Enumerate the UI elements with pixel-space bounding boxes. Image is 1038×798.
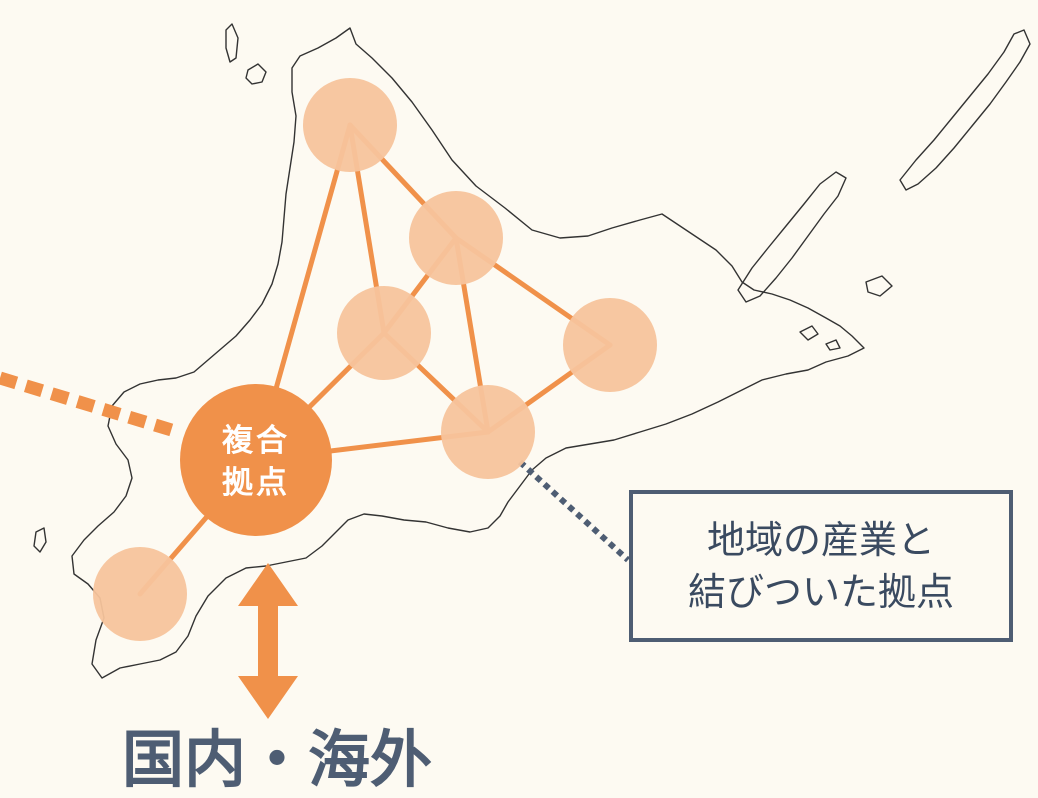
okushiri-island-coastline — [33, 527, 47, 553]
node-north — [303, 78, 397, 172]
external-link-dotted-line — [0, 371, 180, 439]
network-nodes — [93, 78, 657, 641]
node-east — [563, 298, 657, 392]
habomai-islands — [799, 325, 841, 351]
rishiri-island-coastline — [245, 63, 267, 85]
callout-line1: 地域の産業と — [706, 518, 935, 562]
hub-label-line2: 拠点 — [222, 465, 290, 501]
hub-node — [180, 384, 332, 536]
etorofu-coastline — [899, 29, 1031, 191]
node-central — [337, 286, 431, 380]
rebun-island-coastline — [225, 23, 239, 63]
kunashiri-coastline — [737, 171, 847, 303]
map-outline — [33, 23, 1031, 679]
node-southwest — [93, 547, 187, 641]
hub-label-line1: 複合 — [222, 423, 290, 459]
shikotan-coastline — [865, 275, 893, 297]
callout-box: 地域の産業と 結びついた拠点 — [629, 490, 1013, 642]
node-north-central — [409, 191, 503, 285]
hub-label: 複合 拠点 — [181, 420, 331, 504]
hokkaido-coastline — [71, 27, 865, 679]
callout-line2: 結びついた拠点 — [687, 570, 954, 614]
double-arrow-icon — [238, 563, 298, 719]
callout-dotted-leader — [517, 459, 631, 563]
node-southeast — [441, 385, 535, 479]
domestic-overseas-label: 国内・海外 — [122, 723, 433, 796]
